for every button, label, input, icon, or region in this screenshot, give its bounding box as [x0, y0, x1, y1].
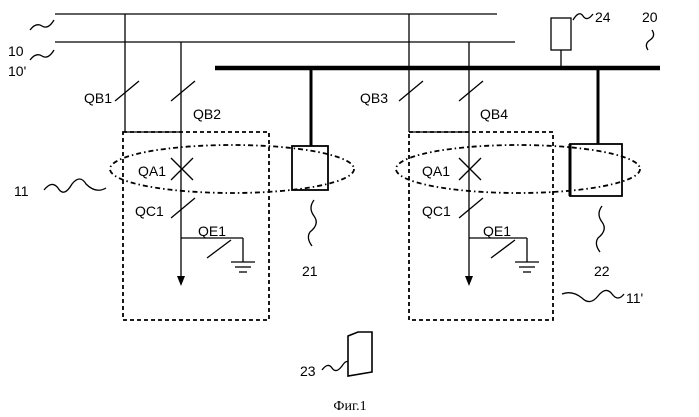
label-bus-10: 10 [8, 43, 24, 59]
label-qe1-right: QE1 [483, 223, 511, 239]
device-24-box [551, 18, 571, 50]
qe1-right-switch [491, 240, 515, 258]
leader-20 [646, 30, 653, 50]
label-device-23: 23 [300, 363, 316, 379]
leader-21 [308, 200, 316, 246]
label-bay-11: 11 [14, 183, 29, 199]
leader-23 [322, 362, 348, 371]
qb1-switch [115, 81, 139, 101]
leader-24 [573, 14, 593, 20]
label-device-21: 21 [302, 263, 318, 279]
label-qb1: QB1 [84, 90, 112, 106]
device-23-doc [348, 332, 372, 376]
qe1-left-switch [207, 240, 231, 258]
qb4-switch [459, 81, 483, 101]
label-qe1-left: QE1 [198, 223, 226, 239]
label-qc1-left: QC1 [135, 203, 164, 219]
label-device-24: 24 [595, 9, 611, 25]
qb2-switch [171, 81, 195, 101]
leader-22 [596, 206, 604, 252]
qc1-left-switch [171, 198, 195, 218]
label-qb3: QB3 [360, 90, 388, 106]
leader-11-prime [562, 290, 624, 301]
leader-11 [44, 179, 106, 192]
bay-11-box [123, 132, 269, 320]
label-qb2: QB2 [193, 106, 221, 122]
device-21-box [292, 146, 328, 190]
qc1-right-switch [459, 198, 483, 218]
label-bus-10-prime: 10' [8, 63, 26, 79]
label-qa1-right: QA1 [422, 163, 450, 179]
label-qc1-right: QC1 [422, 203, 451, 219]
break-mark-10 [30, 20, 54, 30]
label-bay-11-prime: 11' [626, 290, 643, 306]
figure-caption: Фиг.1 [333, 399, 366, 414]
break-mark-10-prime [30, 50, 54, 60]
arrow-right [465, 276, 473, 286]
arrow-left [177, 276, 185, 286]
bay-11-prime-box [409, 132, 553, 320]
label-qa1-left: QA1 [138, 163, 166, 179]
label-bus-20: 20 [642, 9, 658, 25]
qb3-switch [399, 81, 423, 101]
label-device-22: 22 [594, 263, 610, 279]
label-qb4: QB4 [480, 106, 508, 122]
